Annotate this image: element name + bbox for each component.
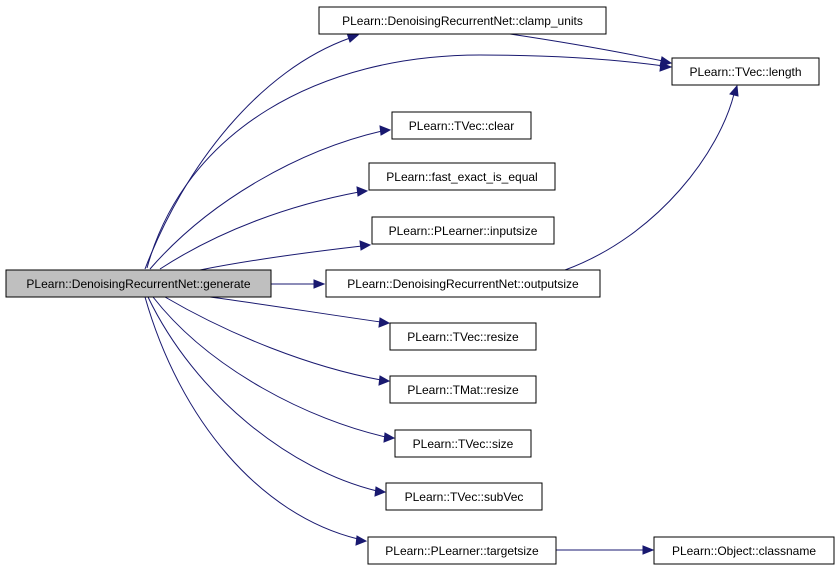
node-tvec-size[interactable]: PLearn::TVec::size: [394, 429, 532, 458]
edge-generate-clamp-units: [144, 37, 351, 270]
node-inputsize-label: PLearn::PLearner::inputsize: [389, 224, 538, 238]
edge-clamp-units-tvec-length: [509, 33, 664, 62]
edge-generate-inputsize: [199, 245, 363, 271]
arrow-outputsize: [313, 279, 326, 289]
edge-generate-tvec-subvec: [147, 296, 378, 492]
node-tvec-resize[interactable]: PLearn::TVec::resize: [389, 322, 537, 351]
node-tvec-clear-label: PLearn::TVec::clear: [409, 119, 514, 133]
arrow-tvec-length-3: [729, 84, 739, 97]
node-tvec-subvec[interactable]: PLearn::TVec::subVec: [385, 482, 543, 511]
node-tvec-size-label: PLearn::TVec::size: [413, 437, 514, 451]
arrow-tvec-size: [383, 432, 396, 443]
edge-outputsize-tvec-length: [564, 93, 735, 271]
edges: [144, 32, 739, 555]
node-fast-exact-is-equal[interactable]: PLearn::fast_exact_is_equal: [368, 162, 556, 191]
node-object-classname-label: PLearn::Object::classname: [672, 544, 816, 558]
node-tvec-length[interactable]: PLearn::TVec::length: [671, 57, 820, 86]
edge-generate-targetsize: [144, 296, 359, 540]
arrow-tmat-resize: [378, 375, 391, 386]
arrow-fast-exact: [356, 186, 369, 197]
nodes: PLearn::DenoisingRecurrentNet::generate …: [5, 6, 835, 565]
edge-generate-tvec-length: [146, 54, 665, 269]
node-clamp-units[interactable]: PLearn::DenoisingRecurrentNet::clamp_uni…: [318, 6, 607, 35]
node-tmat-resize-label: PLearn::TMat::resize: [407, 383, 519, 397]
node-tvec-clear[interactable]: PLearn::TVec::clear: [391, 111, 532, 140]
node-inputsize[interactable]: PLearn::PLearner::inputsize: [371, 216, 555, 245]
node-tvec-resize-label: PLearn::TVec::resize: [407, 330, 519, 344]
node-object-classname[interactable]: PLearn::Object::classname: [653, 536, 835, 565]
arrow-tvec-subvec: [374, 486, 387, 497]
node-tmat-resize[interactable]: PLearn::TMat::resize: [389, 375, 537, 404]
node-targetsize[interactable]: PLearn::PLearner::targetsize: [367, 536, 557, 565]
edge-generate-tmat-resize: [164, 296, 382, 381]
edge-generate-tvec-resize: [209, 296, 382, 323]
arrow-inputsize: [359, 240, 372, 251]
node-targetsize-label: PLearn::PLearner::targetsize: [385, 544, 539, 558]
node-clamp-units-label: PLearn::DenoisingRecurrentNet::clamp_uni…: [342, 14, 583, 28]
node-generate[interactable]: PLearn::DenoisingRecurrentNet::generate: [5, 269, 272, 298]
edge-generate-fast-exact: [159, 191, 360, 270]
node-tvec-length-label: PLearn::TVec::length: [689, 65, 801, 79]
node-outputsize[interactable]: PLearn::DenoisingRecurrentNet::outputsiz…: [325, 269, 601, 298]
node-tvec-subvec-label: PLearn::TVec::subVec: [405, 490, 524, 504]
arrow-tvec-clear: [379, 125, 392, 136]
node-outputsize-label: PLearn::DenoisingRecurrentNet::outputsiz…: [347, 277, 579, 291]
edge-generate-tvec-clear: [149, 130, 383, 270]
node-generate-label: PLearn::DenoisingRecurrentNet::generate: [26, 277, 250, 291]
arrow-tvec-resize: [378, 317, 391, 328]
arrow-targetsize: [355, 535, 368, 546]
arrow-tvec-length-2: [659, 56, 673, 67]
node-fast-exact-is-equal-label: PLearn::fast_exact_is_equal: [386, 170, 537, 184]
edge-generate-tvec-size: [152, 296, 387, 438]
arrow-classname: [642, 545, 655, 555]
